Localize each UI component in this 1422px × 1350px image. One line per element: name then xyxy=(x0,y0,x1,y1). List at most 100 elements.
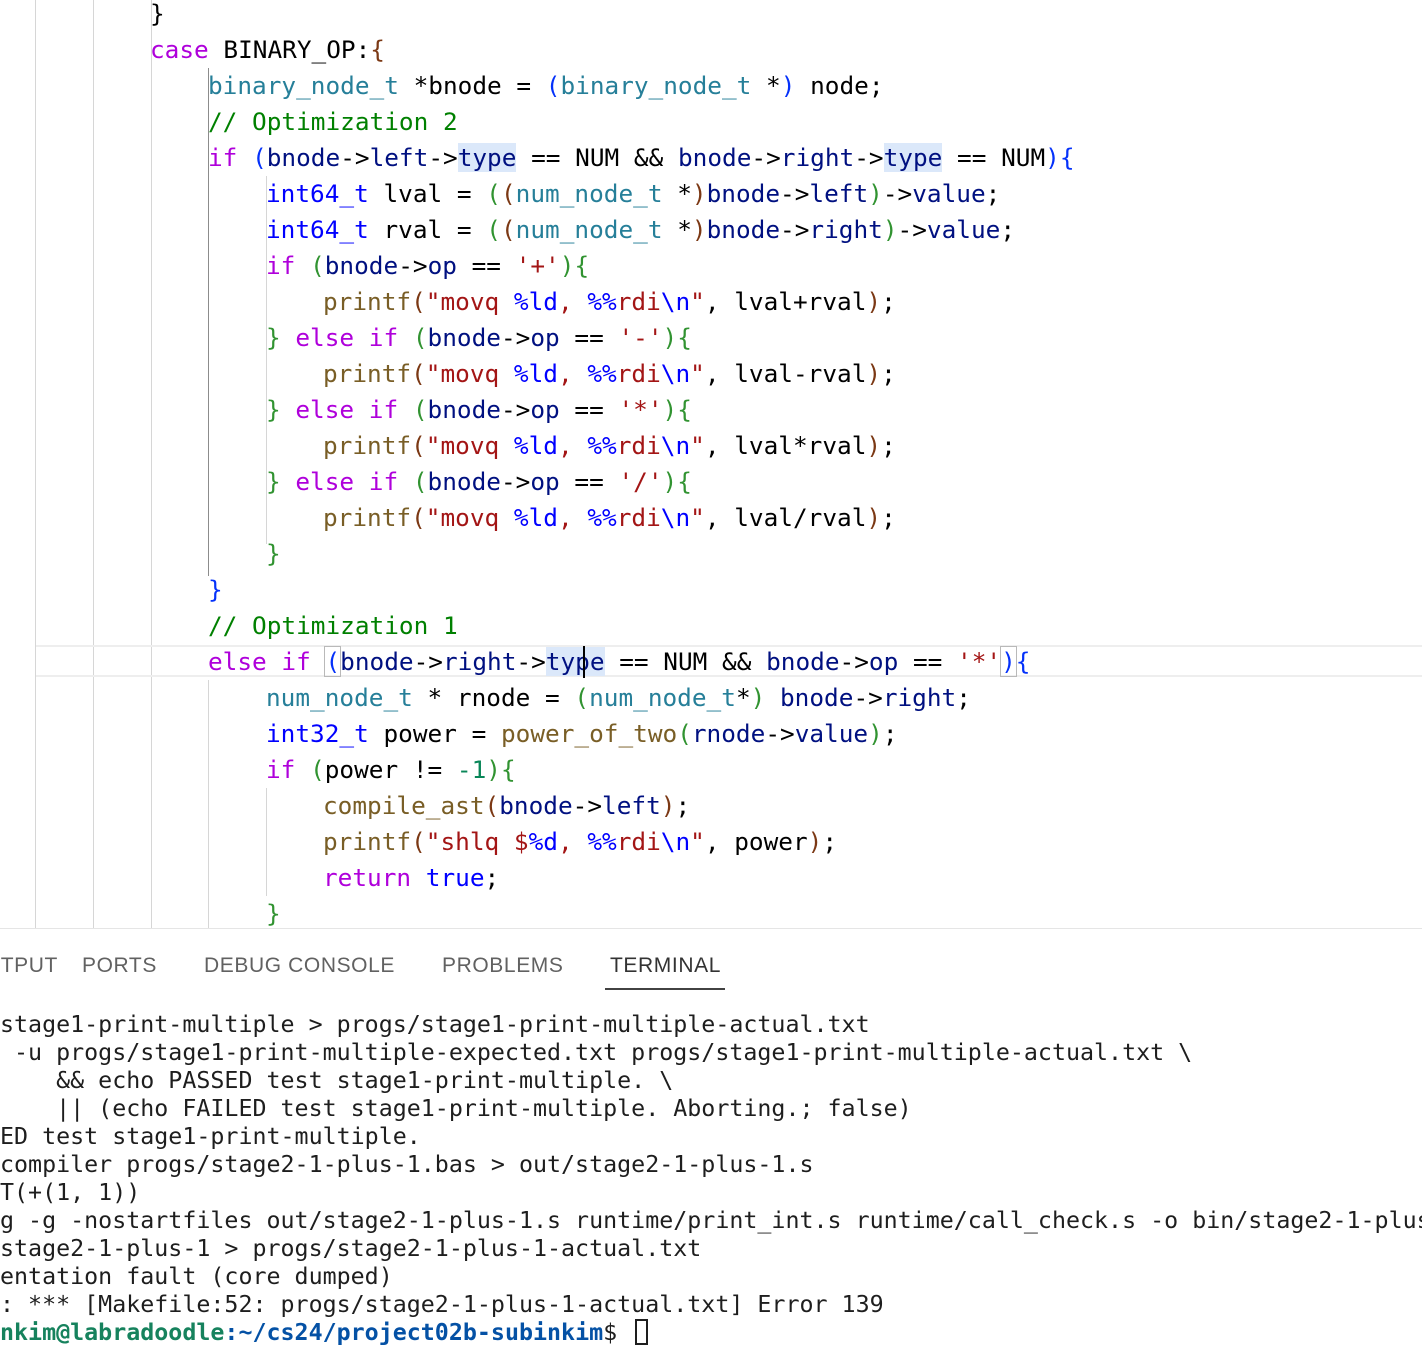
code-token xyxy=(411,863,426,892)
code-token: ) xyxy=(866,431,882,460)
code-line[interactable]: } xyxy=(266,536,281,572)
code-line[interactable]: if (bnode->left->type == NUM && bnode->r… xyxy=(208,140,1075,176)
terminal-prompt[interactable]: nkim@labradoodle:~/cs24/project02b-subin… xyxy=(0,1319,649,1347)
terminal-line: : *** [Makefile:52: progs/stage2-1-plus-… xyxy=(0,1291,884,1318)
terminal-output[interactable]: stage1-print-multiple > progs/stage1-pri… xyxy=(0,1009,1422,1350)
code-line[interactable]: if (bnode->op == '+'){ xyxy=(266,248,589,284)
code-token: %d xyxy=(528,827,558,856)
code-token: } xyxy=(266,539,281,568)
code-token: -> xyxy=(853,683,883,712)
code-line[interactable]: // Optimization 2 xyxy=(208,104,458,140)
code-line[interactable]: // Optimization 1 xyxy=(208,608,458,644)
tab-terminal[interactable]: TERMINAL xyxy=(610,954,721,977)
code-token: ( xyxy=(677,719,692,748)
code-line[interactable]: int32_t power = power_of_two(rnode->valu… xyxy=(266,716,898,752)
code-token: -> xyxy=(780,215,810,244)
code-token: ; xyxy=(881,503,896,532)
code-line[interactable]: } xyxy=(150,0,165,32)
code-token: '+' xyxy=(515,251,560,280)
tab-ports[interactable]: PORTS xyxy=(82,954,157,977)
tab-output[interactable]: OUTPUT xyxy=(0,954,58,977)
code-token: power = xyxy=(368,719,501,748)
code-line[interactable]: else if (bnode->right->type == NUM && bn… xyxy=(208,644,1030,680)
code-token: * xyxy=(662,179,692,208)
indent-guide xyxy=(266,284,267,320)
code-line[interactable]: printf("movq %ld, %%rdi\n", lval-rval); xyxy=(323,356,896,392)
code-token: ) xyxy=(882,215,898,244)
code-token: " xyxy=(690,431,705,460)
code-token: int64_t xyxy=(266,179,369,208)
code-token: int32_t xyxy=(266,719,369,748)
code-token: , lval*rval xyxy=(704,431,867,460)
code-token: == xyxy=(456,251,516,280)
code-token: printf xyxy=(323,503,412,532)
code-token: printf xyxy=(323,287,412,316)
code-token: num_node_t xyxy=(515,215,663,244)
code-token: ( xyxy=(412,323,428,352)
code-token: ; xyxy=(675,791,691,820)
code-token: \n xyxy=(660,431,691,460)
code-token: rdi xyxy=(616,827,661,856)
code-token: type xyxy=(545,647,605,676)
terminal-line: stage2-1-plus-1 > progs/stage2-1-plus-1-… xyxy=(0,1235,702,1262)
code-token: ; xyxy=(985,179,1001,208)
code-line[interactable]: } else if (bnode->op == '-'){ xyxy=(266,320,692,356)
code-token: \n xyxy=(660,827,691,856)
code-token xyxy=(398,323,413,352)
terminal-line: -u progs/stage1-print-multiple-expected.… xyxy=(0,1039,1193,1066)
code-token: ( xyxy=(545,71,561,100)
code-token: ( xyxy=(486,215,501,244)
code-token: == xyxy=(559,395,619,424)
code-token: { xyxy=(677,467,692,496)
tab-debug-console[interactable]: DEBUG CONSOLE xyxy=(204,954,396,977)
code-token: ) xyxy=(868,179,883,208)
code-token: , xyxy=(557,827,588,856)
code-token: -> xyxy=(839,647,869,676)
code-token: " xyxy=(690,503,705,532)
indent-guide xyxy=(208,680,209,928)
code-token: rval = xyxy=(368,215,487,244)
code-line[interactable]: printf("movq %ld, %%rdi\n", lval/rval); xyxy=(323,500,896,536)
code-token: '/' xyxy=(618,467,663,496)
code-token: ) xyxy=(559,251,575,280)
code-token: ( xyxy=(412,395,428,424)
code-token: right xyxy=(809,215,883,244)
code-line[interactable]: return true; xyxy=(323,860,499,896)
code-line[interactable]: } else if (bnode->op == '*'){ xyxy=(266,392,692,428)
code-line[interactable]: printf("movq %ld, %%rdi\n", lval*rval); xyxy=(323,428,896,464)
tab-problems[interactable]: PROBLEMS xyxy=(442,954,564,977)
code-token: ( xyxy=(411,431,426,460)
code-token: -> xyxy=(882,179,913,208)
code-line[interactable]: int64_t lval = ((num_node_t *)bnode->lef… xyxy=(266,176,1000,212)
code-token: , lval+rval xyxy=(704,287,867,316)
code-token: "movq xyxy=(425,287,514,316)
code-token: left xyxy=(809,179,869,208)
code-line[interactable]: printf("movq %ld, %%rdi\n", lval+rval); xyxy=(323,284,896,320)
code-token: %% xyxy=(587,431,617,460)
code-token: value xyxy=(912,179,986,208)
indent-guide xyxy=(151,0,152,928)
code-line[interactable]: int64_t rval = ((num_node_t *)bnode->rig… xyxy=(266,212,1015,248)
code-line[interactable]: num_node_t * rnode = (num_node_t*) bnode… xyxy=(266,680,971,716)
code-line[interactable]: } xyxy=(266,896,281,928)
code-line[interactable]: } xyxy=(208,572,223,608)
prompt-symbol: $ xyxy=(603,1319,632,1346)
code-token: -> xyxy=(751,143,781,172)
code-line[interactable]: case BINARY_OP:{ xyxy=(150,32,385,68)
code-line[interactable]: if (power != -1){ xyxy=(266,752,516,788)
code-editor[interactable]: }case BINARY_OP:{binary_node_t *bnode = … xyxy=(0,0,1422,928)
code-token xyxy=(295,755,310,784)
code-token xyxy=(281,323,296,352)
terminal-line: compiler progs/stage2-1-plus-1.bas > out… xyxy=(0,1151,814,1178)
code-line[interactable]: compile_ast(bnode->left); xyxy=(323,788,690,824)
code-token: bnode xyxy=(266,143,341,172)
code-line[interactable]: } else if (bnode->op == '/'){ xyxy=(266,464,692,500)
code-line[interactable]: binary_node_t *bnode = (binary_node_t *)… xyxy=(208,68,884,104)
code-line[interactable]: printf("shlq $%d, %%rdi\n", power); xyxy=(323,824,837,860)
code-token: ) xyxy=(1000,646,1017,677)
code-token: %ld xyxy=(513,431,558,460)
terminal-line: || (echo FAILED test stage1-print-multip… xyxy=(0,1095,912,1122)
code-token: bnode xyxy=(427,467,501,496)
code-token: right xyxy=(882,683,957,712)
code-token: -> xyxy=(500,323,531,352)
